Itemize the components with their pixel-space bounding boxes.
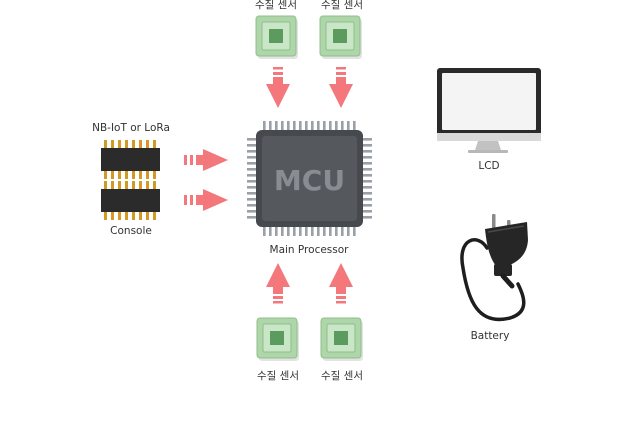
sensor-label-top-left: 수질 센서 <box>255 0 297 11</box>
sensor-label-bottom-right: 수질 센서 <box>321 370 363 382</box>
sensor-chip-top-left <box>255 15 298 59</box>
main-processor-label: Main Processor <box>269 244 349 256</box>
console-label: Console <box>110 225 152 237</box>
arrow-down-left <box>266 67 290 108</box>
sensor-chip-top-right <box>319 15 362 59</box>
arrow-right-lower <box>184 189 228 211</box>
sensor-chip-bottom-left <box>256 317 299 361</box>
sensor-label-bottom-left: 수질 센서 <box>257 370 299 382</box>
arrow-right-upper <box>184 149 228 171</box>
mcu-pins <box>247 121 372 236</box>
lcd-monitor-icon <box>437 68 541 153</box>
battery-label: Battery <box>470 330 510 342</box>
mcu-chip-label: MCU <box>274 164 345 197</box>
sensor-label-top-right: 수질 센서 <box>321 0 363 11</box>
arrow-up-right <box>329 263 353 304</box>
lcd-label: LCD <box>478 160 500 172</box>
comm-module-label: NB-IoT or LoRa <box>92 122 170 134</box>
comm-module-connector <box>101 140 160 179</box>
mcu-chip: MCU <box>247 121 372 236</box>
arrow-down-right <box>329 67 353 108</box>
console-connector <box>101 181 160 220</box>
power-plug-icon <box>460 214 528 322</box>
arrow-up-left <box>266 263 290 304</box>
sensor-chip-bottom-right <box>320 317 363 361</box>
